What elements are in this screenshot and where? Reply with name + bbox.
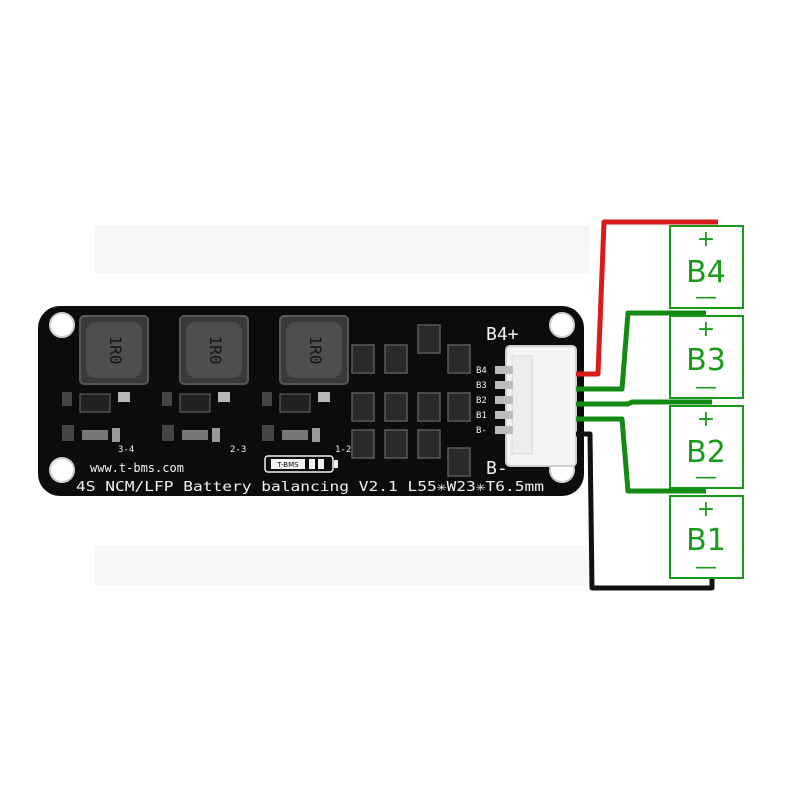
inductor-mark: 1R0 (306, 336, 325, 365)
wire-b2 (576, 399, 712, 407)
inductor: 1R0 (279, 315, 349, 385)
mounting-hole (49, 457, 75, 483)
background-reflection (95, 225, 590, 585)
cell-minus-sign: — (695, 465, 717, 490)
terminal-label-top: B4+ (486, 324, 519, 345)
channel-label: 3-4 (118, 445, 134, 455)
mosfet-array (351, 324, 471, 477)
inductor: 1R0 (79, 315, 149, 385)
cell-plus-sign: + (697, 227, 715, 252)
cell-plus-sign: + (697, 407, 715, 432)
battery-cell-b1: + B1 — (669, 495, 744, 580)
website-text: www.t-bms.com (90, 461, 184, 475)
wire-b4-positive (576, 219, 718, 377)
inductor-mark: 1R0 (106, 336, 125, 365)
pin-label: B- (476, 426, 487, 436)
battery-cell-b4: + B4 — (669, 225, 744, 310)
cell-label: B3 (686, 343, 726, 378)
cell-minus-sign: — (695, 285, 717, 310)
cell-label: B2 (686, 435, 726, 470)
balancer-board: 1R0 1R0 1R0 (38, 306, 584, 496)
logo-text: T-BMS (276, 461, 299, 469)
cell-plus-sign: + (697, 317, 715, 342)
channel-label: 2-3 (230, 445, 246, 455)
battery-cell-b3: + B3 — (669, 315, 744, 400)
balance-connector (495, 345, 577, 467)
mounting-hole (49, 312, 75, 338)
cell-label: B1 (686, 523, 726, 558)
tbms-logo: T-BMS (264, 455, 338, 473)
pin-label: B2 (476, 396, 487, 406)
battery-cell-b2: + B2 — (669, 405, 744, 490)
cell-label: B4 (686, 255, 726, 290)
terminal-label-bottom: B- (486, 458, 508, 479)
cell-minus-sign: — (695, 555, 717, 580)
smd-components (62, 392, 330, 442)
wire-b3 (576, 310, 706, 392)
wiring (576, 219, 718, 591)
pin-label: B4 (476, 366, 487, 376)
pin-label: B1 (476, 411, 487, 421)
cell-plus-sign: + (697, 497, 715, 522)
wire-b1 (576, 416, 706, 494)
wire-b-negative (576, 431, 715, 591)
board-description: 4S NCM/LFP Battery balancing V2.1 L55✳W2… (76, 480, 544, 495)
channel-label: 1-2 (335, 445, 351, 455)
inductor: 1R0 (179, 315, 249, 385)
cell-minus-sign: — (695, 375, 717, 400)
inductor-mark: 1R0 (206, 336, 225, 365)
pin-label: B3 (476, 381, 487, 391)
mounting-hole (549, 312, 575, 338)
